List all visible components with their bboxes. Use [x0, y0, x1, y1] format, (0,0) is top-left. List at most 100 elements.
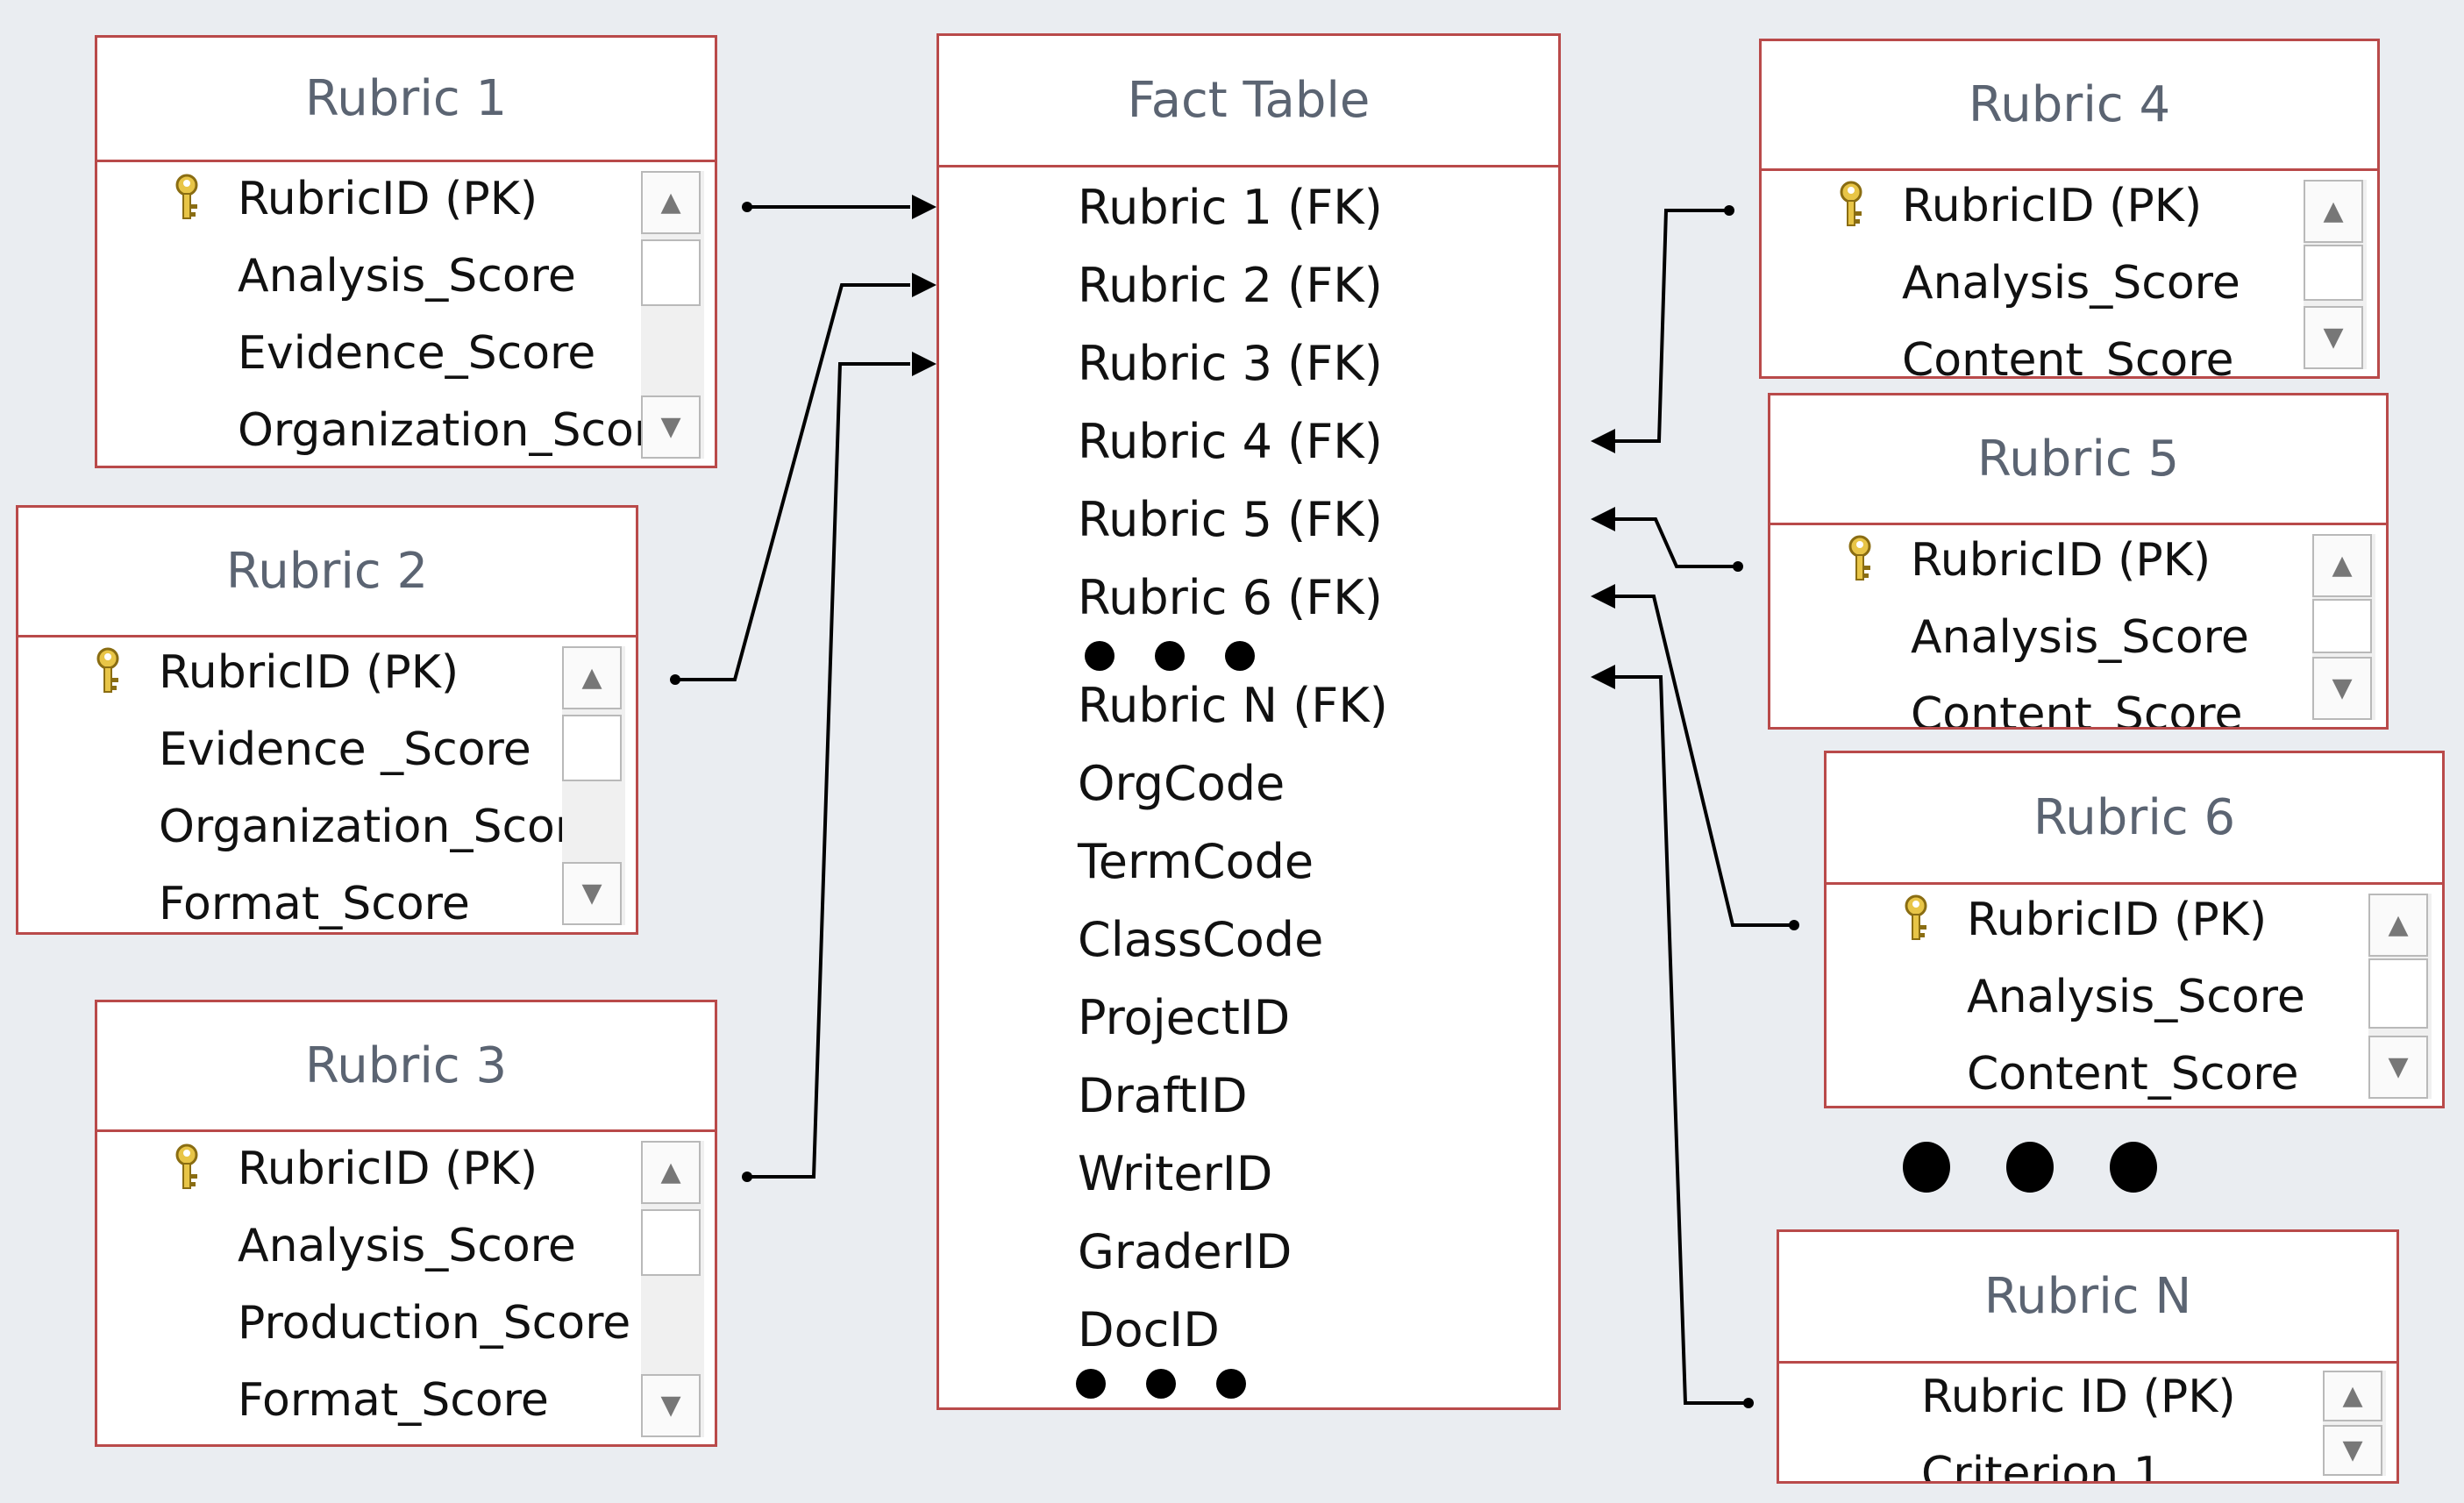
field-item[interactable]: RubricID (PK) [238, 173, 538, 225]
field-item[interactable]: Rubric 3 (FK) [1078, 336, 1383, 391]
scroll-thumb[interactable] [562, 715, 622, 781]
field-item[interactable]: Rubric 5 (FK) [1078, 492, 1383, 547]
scroll-up-icon[interactable]: ▲ [641, 1141, 701, 1204]
scrollbar[interactable]: ▲ ▼ [2323, 1371, 2386, 1476]
arrow-rubric5 [1591, 507, 1615, 531]
scroll-thumb[interactable] [2368, 958, 2428, 1029]
scroll-up-icon[interactable]: ▲ [2304, 180, 2363, 243]
field-list[interactable]: RubricID (PK) Analysis_Score Content_Sco… [1827, 885, 2442, 1106]
field-item[interactable]: Organization_Scor [238, 404, 653, 457]
scrollbar[interactable]: ▲ ▼ [562, 646, 625, 925]
table-title[interactable]: Rubric 6 [1827, 753, 2442, 885]
table-title[interactable]: Rubric 1 [97, 38, 715, 162]
scrollbar[interactable]: ▲ ▼ [641, 171, 704, 459]
scroll-thumb[interactable] [2304, 245, 2363, 301]
scroll-thumb[interactable] [641, 1209, 701, 1276]
scroll-up-icon[interactable]: ▲ [2368, 894, 2428, 957]
key-icon [96, 647, 119, 693]
rubric5-table[interactable]: Rubric 5 RubricID (PK) Analysis_Score Co… [1768, 393, 2389, 730]
field-item[interactable]: Content_Score [1902, 334, 2234, 376]
field-list[interactable]: Rubric ID (PK) Criterion 1 ▲ ▼ [1779, 1364, 2396, 1481]
field-item[interactable]: Analysis_Score [1902, 257, 2240, 310]
field-item[interactable]: Format_Score [159, 878, 470, 930]
field-item[interactable]: Criterion 1 [1921, 1448, 2162, 1481]
field-item[interactable]: Evidence _Score [159, 723, 531, 776]
field-item[interactable]: Rubric ID (PK) [1921, 1371, 2236, 1423]
scrollbar[interactable]: ▲ ▼ [2304, 180, 2367, 369]
scroll-down-icon[interactable]: ▼ [641, 395, 701, 459]
field-list[interactable]: RubricID (PK) Analysis_Score Production_… [97, 1132, 715, 1444]
rubric4-table[interactable]: Rubric 4 RubricID (PK) Analysis_Score Co… [1759, 39, 2380, 379]
field-item[interactable]: Content_Score [1911, 688, 2243, 727]
field-item[interactable]: ClassCode [1078, 912, 1324, 967]
table-title[interactable]: Rubric 5 [1770, 395, 2386, 525]
table-title[interactable]: Rubric N [1779, 1232, 2396, 1364]
field-item[interactable]: OrgCode [1078, 756, 1285, 811]
rubricN-table[interactable]: Rubric N Rubric ID (PK) Criterion 1 ▲ ▼ [1777, 1229, 2399, 1484]
rubric6-table[interactable]: Rubric 6 RubricID (PK) Analysis_Score Co… [1824, 751, 2445, 1108]
field-item[interactable]: GraderID [1078, 1224, 1293, 1279]
scroll-down-icon[interactable]: ▼ [2312, 657, 2372, 720]
field-item[interactable]: Rubric 4 (FK) [1078, 414, 1383, 469]
field-item[interactable]: ProjectID [1078, 990, 1291, 1045]
field-list[interactable]: RubricID (PK) Analysis_Score Evidence_Sc… [97, 162, 715, 466]
scroll-down-icon[interactable]: ▼ [2323, 1425, 2382, 1476]
field-item[interactable]: Rubric 6 (FK) [1078, 570, 1383, 625]
field-item[interactable]: Analysis_Score [1911, 611, 2249, 664]
field-item[interactable]: Analysis_Score [1967, 971, 2305, 1023]
arrow-rubric4 [1591, 429, 1615, 453]
field-item[interactable]: Production_Score [238, 1297, 631, 1350]
field-item[interactable]: RubricID (PK) [238, 1143, 538, 1195]
rubric3-table[interactable]: Rubric 3 RubricID (PK) Analysis_Score Pr… [95, 1000, 717, 1447]
scrollbar[interactable]: ▲ ▼ [641, 1141, 704, 1437]
field-item[interactable]: TermCode [1078, 834, 1314, 889]
fact-table[interactable]: Fact Table Rubric 1 (FK) Rubric 2 (FK) R… [936, 33, 1561, 1410]
key-icon [175, 1143, 198, 1189]
key-icon [1840, 181, 1862, 226]
field-item[interactable]: Rubric 1 (FK) [1078, 180, 1383, 235]
field-item[interactable]: RubricID (PK) [1911, 534, 2211, 587]
field-list[interactable]: RubricID (PK) Analysis_Score Content_Sco… [1770, 525, 2386, 727]
field-item[interactable]: RubricID (PK) [1967, 894, 2268, 946]
field-item[interactable]: Rubric N (FK) [1078, 678, 1388, 733]
field-item[interactable]: Organization_Scor [159, 801, 574, 853]
field-item[interactable]: DraftID [1078, 1068, 1248, 1123]
scroll-down-icon[interactable]: ▼ [2304, 306, 2363, 369]
field-item[interactable]: DocID [1078, 1302, 1220, 1357]
table-title[interactable]: Rubric 4 [1762, 41, 2377, 171]
scroll-up-icon[interactable]: ▲ [641, 171, 701, 234]
link-rubricN [1615, 675, 1748, 1405]
field-item[interactable]: Format_Score [238, 1374, 549, 1427]
arrow-rubric2 [912, 273, 936, 297]
arrow-rubric1 [912, 195, 936, 219]
scroll-thumb[interactable] [641, 239, 701, 306]
field-item[interactable]: RubricID (PK) [159, 646, 459, 699]
field-item[interactable]: Rubric 2 (FK) [1078, 258, 1383, 313]
field-item[interactable]: Analysis_Score [238, 1220, 576, 1272]
field-item[interactable]: Evidence_Score [238, 327, 596, 380]
field-list[interactable]: RubricID (PK) Analysis_Score Content_Sco… [1762, 171, 2377, 376]
field-item[interactable]: Analysis_Score [238, 250, 576, 303]
scrollbar[interactable]: ▲ ▼ [2368, 894, 2432, 1099]
field-list[interactable]: Rubric 1 (FK) Rubric 2 (FK) Rubric 3 (FK… [939, 167, 1558, 1407]
field-item[interactable]: WriterID [1078, 1146, 1273, 1201]
table-title[interactable]: Rubric 3 [97, 1002, 715, 1132]
field-list[interactable]: RubricID (PK) Evidence _Score Organizati… [18, 638, 636, 932]
scroll-thumb[interactable] [2312, 599, 2372, 653]
rubric2-table[interactable]: Rubric 2 RubricID (PK) Evidence _Score O… [16, 505, 638, 935]
field-item[interactable]: Content_Score [1967, 1048, 2299, 1101]
scroll-down-icon[interactable]: ▼ [641, 1374, 701, 1437]
table-title[interactable]: Rubric 2 [18, 508, 636, 638]
rubric1-table[interactable]: Rubric 1 RubricID (PK) Analysis_Score Ev… [95, 35, 717, 468]
scroll-up-icon[interactable]: ▲ [2323, 1371, 2382, 1421]
table-title[interactable]: Fact Table [939, 36, 1558, 167]
field-item[interactable]: RubricID (PK) [1902, 180, 2203, 232]
scroll-down-icon[interactable]: ▼ [2368, 1036, 2428, 1099]
scroll-down-icon[interactable]: ▼ [562, 862, 622, 925]
scroll-up-icon[interactable]: ▲ [2312, 534, 2372, 597]
scrollbar[interactable]: ▲ ▼ [2312, 534, 2375, 720]
link-rubric3 [747, 362, 910, 1179]
scroll-up-icon[interactable]: ▲ [562, 646, 622, 709]
key-icon [175, 174, 198, 219]
